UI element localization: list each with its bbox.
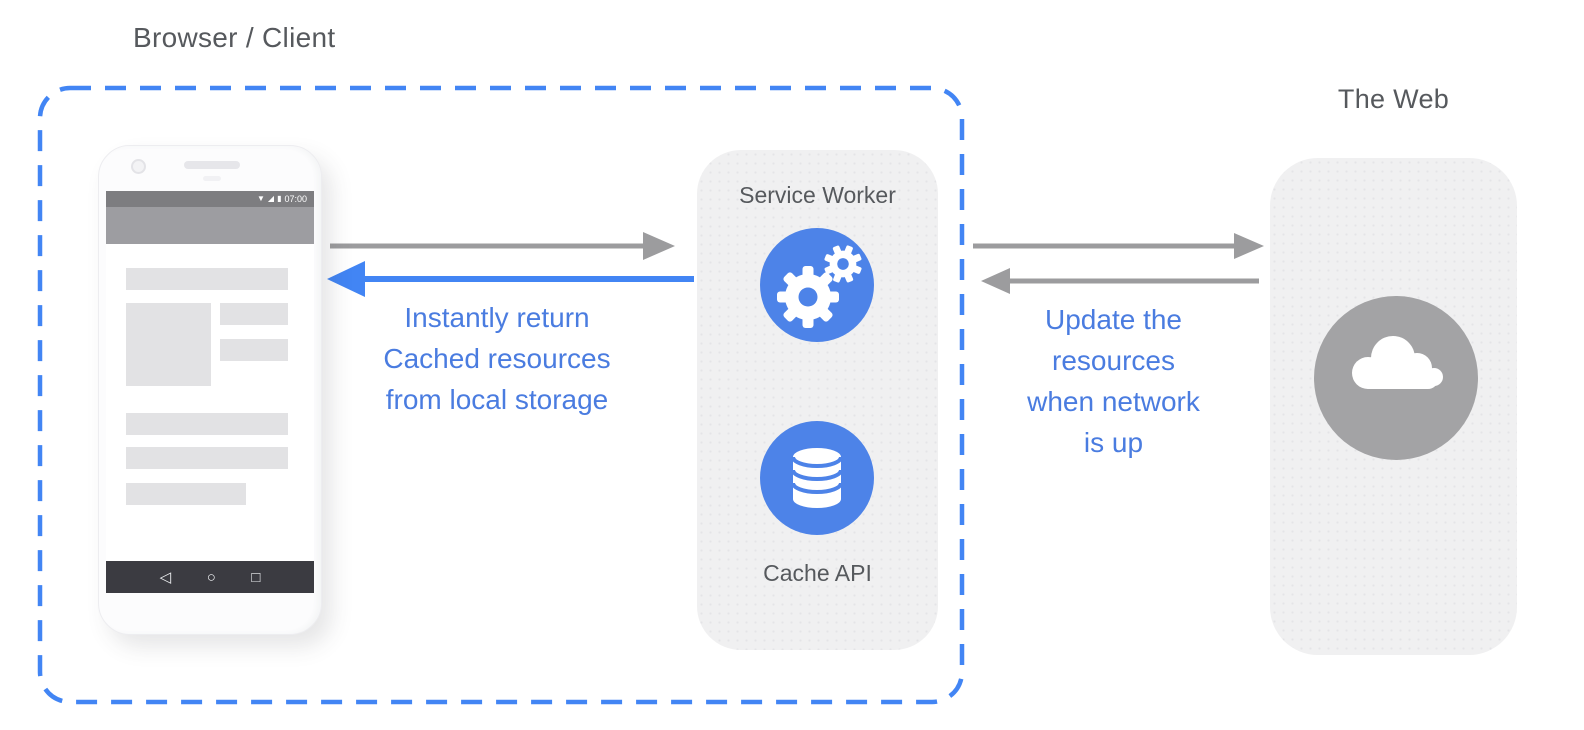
client-flow-caption: Instantly return Cached resources from l…: [322, 297, 672, 420]
content-placeholder-block: [126, 303, 211, 386]
content-placeholder-block: [220, 339, 288, 361]
phone-screen: ▼ ◢ ▮ 07:00 ◁ ○ □: [106, 191, 314, 593]
content-placeholder-block: [126, 268, 288, 290]
status-bar: ▼ ◢ ▮ 07:00: [106, 191, 314, 207]
content-placeholder-block: [126, 413, 288, 435]
gears-icon: [777, 245, 862, 328]
app-bar: [106, 207, 314, 244]
wifi-icon: ▼: [256, 194, 265, 203]
cache-api-label: Cache API: [763, 560, 872, 586]
content-placeholder-block: [126, 447, 288, 469]
speaker-grill: [184, 161, 240, 169]
network-request-arrow: [973, 233, 1264, 259]
back-icon: ◁: [159, 568, 172, 586]
service-worker-panel: Service Worker: [697, 150, 938, 650]
sensor-dot: [203, 176, 221, 181]
service-worker-badge: [760, 228, 874, 342]
caption-line: when network: [1027, 386, 1200, 417]
caption-line: from local storage: [385, 384, 609, 415]
home-icon: ○: [206, 568, 216, 586]
content-placeholder-block: [220, 303, 288, 325]
network-flow-caption: Update the resources when network is up: [975, 299, 1252, 463]
cache-api-badge: [760, 421, 874, 535]
the-web-panel: [1270, 158, 1517, 655]
caption-line: is up: [1083, 427, 1144, 458]
phone-mockup: ▼ ◢ ▮ 07:00 ◁ ○ □: [98, 145, 322, 635]
caption-line: resources: [1052, 345, 1175, 376]
recents-icon: □: [251, 568, 261, 586]
caption-line: Update the: [1045, 304, 1182, 335]
battery-icon: ▮: [277, 194, 282, 203]
status-time: 07:00: [284, 193, 307, 204]
cached-response-arrow: [327, 261, 694, 297]
signal-icon: ◢: [267, 194, 275, 203]
browser-client-label: Browser / Client: [133, 22, 336, 53]
page-wireframe: [106, 244, 314, 561]
request-arrow: [330, 232, 675, 260]
network-response-arrow: [981, 268, 1259, 294]
the-web-label: The Web: [1337, 84, 1450, 114]
android-nav-bar: ◁ ○ □: [106, 561, 314, 593]
front-camera-icon: [131, 159, 146, 174]
web-badge: [1314, 296, 1478, 460]
service-worker-title: Service Worker: [739, 182, 896, 208]
content-placeholder-block: [126, 483, 246, 505]
caption-line: Cached resources: [383, 343, 611, 374]
caption-line: Instantly return: [404, 302, 590, 333]
cloud-icon: [1352, 336, 1443, 389]
database-icon: [791, 448, 843, 508]
